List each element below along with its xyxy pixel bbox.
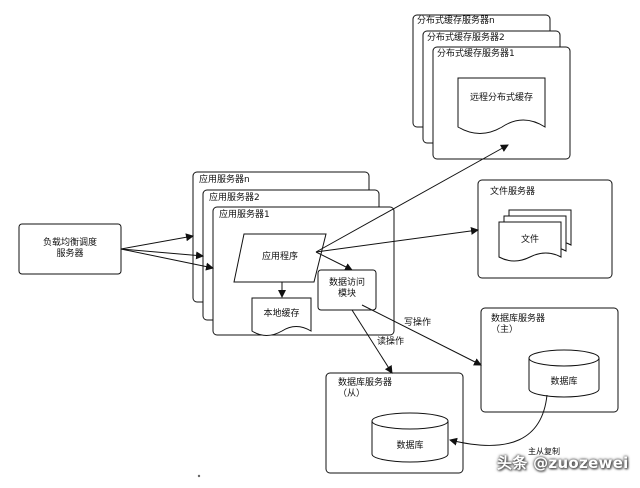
load-balancer-label: 负载均衡调度 服务器 <box>42 238 97 259</box>
app-program-shape <box>233 233 327 283</box>
arrow-lb-to-app-2 <box>120 248 204 260</box>
arrow-app-to-cache <box>315 144 509 253</box>
file-server-title: 文件服务器 <box>490 187 536 197</box>
file-label: 文件 <box>520 235 539 245</box>
data-access-label: 数据访问 模块 <box>328 278 365 299</box>
db-master-title: 数据库服务器 （主） <box>491 314 546 335</box>
arrow-write <box>361 304 482 366</box>
db-slave-title: 数据库服务器 （从） <box>338 378 393 399</box>
remote-cache-label: 远程分布式缓存 <box>469 93 533 103</box>
file-doc-front <box>498 221 562 262</box>
db-master-cylinder-label: 数据库 <box>550 377 578 387</box>
cache-server-2-title: 分布式缓存服务器2 <box>427 33 505 43</box>
watermark: 头条 @zuozewei <box>497 454 629 472</box>
arrow-lb-to-app-n <box>120 233 194 250</box>
app-server-2-title: 应用服务器2 <box>209 193 260 203</box>
arrow-app-to-data-access <box>315 251 353 271</box>
local-cache-shape <box>251 297 312 336</box>
db-slave-cylinder <box>371 412 449 463</box>
write-op-label: 写操作 <box>404 318 432 328</box>
arrow-read <box>351 309 393 374</box>
arrow-replication <box>449 394 548 446</box>
db-slave-cylinder-label: 数据库 <box>396 441 424 451</box>
db-master-cylinder <box>528 349 600 398</box>
cache-server-1-title: 分布式缓存服务器1 <box>437 49 515 59</box>
arrow-app-to-file <box>315 226 479 253</box>
app-server-n-title: 应用服务器n <box>199 175 250 185</box>
app-server-1-title: 应用服务器1 <box>219 210 270 220</box>
arrow-lb-to-app-1 <box>120 248 214 271</box>
cache-server-n-title: 分布式缓存服务器n <box>417 16 495 26</box>
replication-label: 主从复制 <box>528 447 560 456</box>
local-cache-label: 本地缓存 <box>263 309 300 319</box>
read-op-label: 读操作 <box>377 337 405 347</box>
app-program-label: 应用程序 <box>261 252 298 262</box>
remote-cache-shape <box>457 77 546 134</box>
